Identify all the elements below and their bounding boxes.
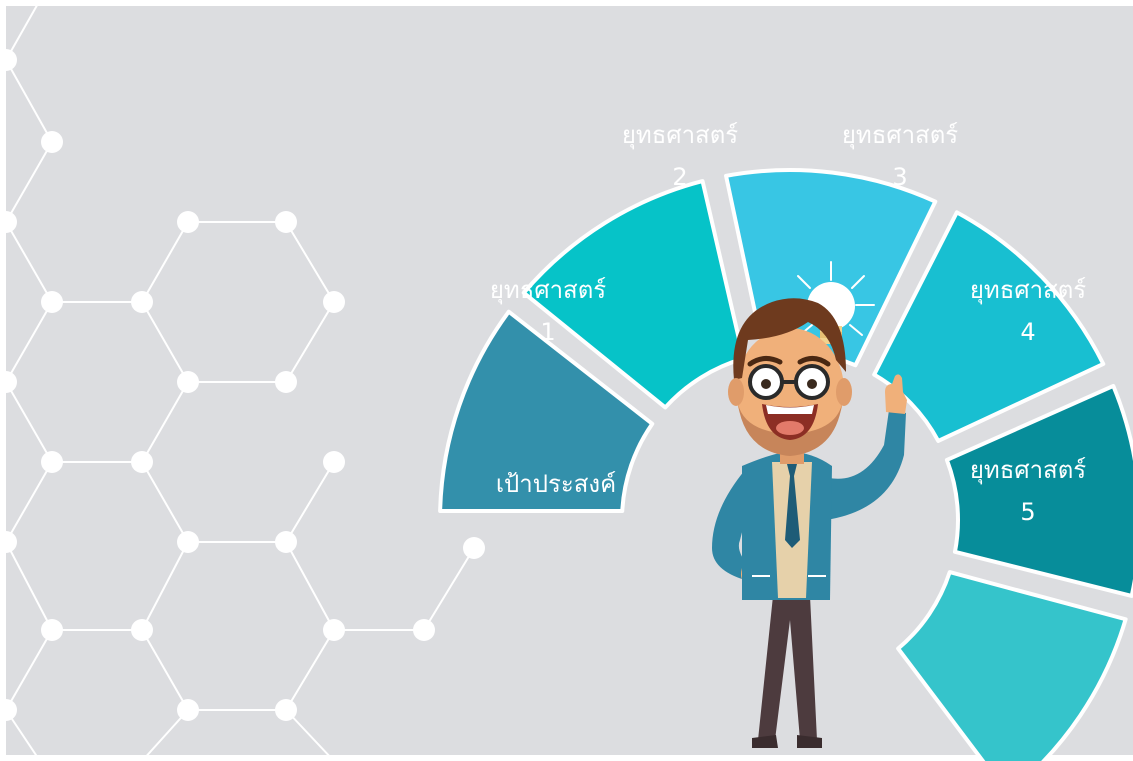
businessman-with-lightbulb-icon bbox=[712, 261, 907, 748]
segment-shape-strategy-1 bbox=[521, 179, 746, 410]
segment-number-strategy-4: 4 bbox=[1020, 318, 1035, 346]
segment-shape-strategy-5 bbox=[896, 570, 1128, 761]
segment-title-goal: เป้าประสงค์ bbox=[496, 470, 616, 498]
wheel-segment-strategy-3: ยุทธศาสตร์ 3 bbox=[842, 121, 1106, 443]
segment-number-strategy-3: 3 bbox=[892, 163, 907, 191]
wheel-segment-strategy-5: ยุทธศาสตร์ 5 bbox=[896, 456, 1128, 761]
strategy-wheel: เป้าประสงค์ยุทธศาสตร์1ยุทธศาสตร์2ยุทธศาส… bbox=[438, 121, 1133, 761]
network-nodes bbox=[0, 49, 485, 721]
segment-title-strategy-5: ยุทธศาสตร์ bbox=[970, 456, 1086, 485]
segment-number-strategy-2: 2 bbox=[672, 163, 687, 191]
segment-title-strategy-1: ยุทธศาสตร์ bbox=[490, 276, 606, 305]
segment-number-strategy-1: 1 bbox=[540, 318, 555, 346]
segment-number-strategy-5: 5 bbox=[1020, 498, 1035, 526]
segment-title-strategy-3: ยุทธศาสตร์ bbox=[842, 121, 958, 150]
segment-title-strategy-2: ยุทธศาสตร์ bbox=[622, 121, 738, 150]
segment-shape-strategy-4 bbox=[944, 383, 1133, 598]
wheel-segment-goal: เป้าประสงค์ bbox=[438, 309, 655, 514]
wheel-segment-strategy-4: ยุทธศาสตร์ 4 bbox=[944, 276, 1133, 598]
wheel-segment-strategy-1: ยุทธศาสตร์ 1 bbox=[490, 179, 746, 410]
segment-shape-goal bbox=[438, 309, 655, 514]
segment-title-strategy-4: ยุทธศาสตร์ bbox=[970, 276, 1086, 305]
